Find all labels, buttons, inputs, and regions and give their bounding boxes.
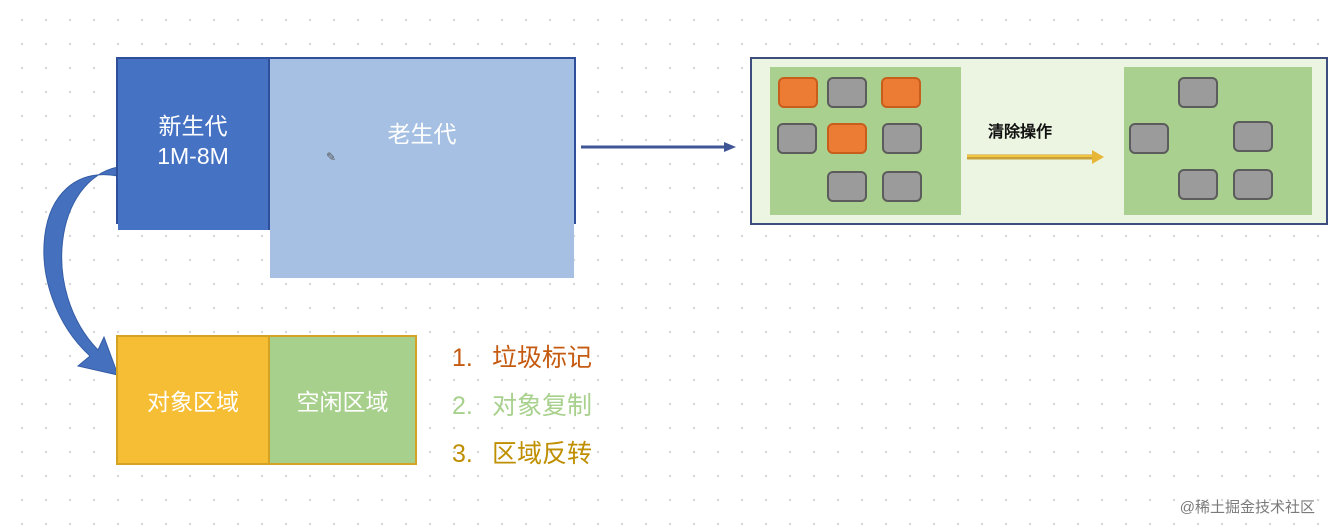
old-generation: 老生代 [270,59,574,278]
curved-arrow [43,166,119,376]
young-generation-size: 1M-8M [157,142,229,169]
young-generation-label: 新生代 [158,112,228,139]
memory-before-clean [770,67,961,215]
live-object [827,171,867,202]
live-object [1178,169,1218,200]
garbage-object [778,77,818,108]
scavenge-steps-list: 1. 垃圾标记 2. 对象复制 3. 区域反转 [452,334,592,478]
free-area: 空闲区域 [270,337,415,463]
clean-operation-label: 清除操作 [988,124,1053,141]
step-number: 2. [452,392,473,420]
young-generation-split: 对象区域 空闲区域 [116,335,417,465]
step-number: 1. [452,344,473,372]
young-generation: 新生代 1M-8M [118,59,270,230]
step-text: 区域反转 [492,440,593,468]
step-item: 1. 垃圾标记 [452,334,592,382]
live-object [1233,169,1273,200]
garbage-object [881,77,921,108]
live-object [882,123,922,154]
step-item: 2. 对象复制 [452,382,592,430]
step-number: 3. [452,440,473,468]
live-object [827,77,867,108]
live-object [1129,123,1169,154]
heap-block: 新生代 1M-8M 老生代 [116,57,576,278]
pencil-cursor-icon: ✎ [326,150,337,164]
object-area: 对象区域 [118,337,270,463]
live-object [1233,121,1273,152]
step-item: 3. 区域反转 [452,430,592,478]
watermark: @稀土掘金技术社区 [1179,499,1315,516]
live-object [1178,77,1218,108]
heap-to-gc-arrow-head [724,142,736,152]
old-generation-label: 老生代 [387,121,457,147]
live-object [882,171,922,202]
free-area-label: 空闲区域 [296,389,389,415]
step-text: 对象复制 [492,392,593,420]
memory-after-clean [1124,67,1312,215]
live-object [777,123,817,154]
step-text: 垃圾标记 [492,344,593,372]
object-area-label: 对象区域 [147,389,239,415]
garbage-object [827,123,867,154]
